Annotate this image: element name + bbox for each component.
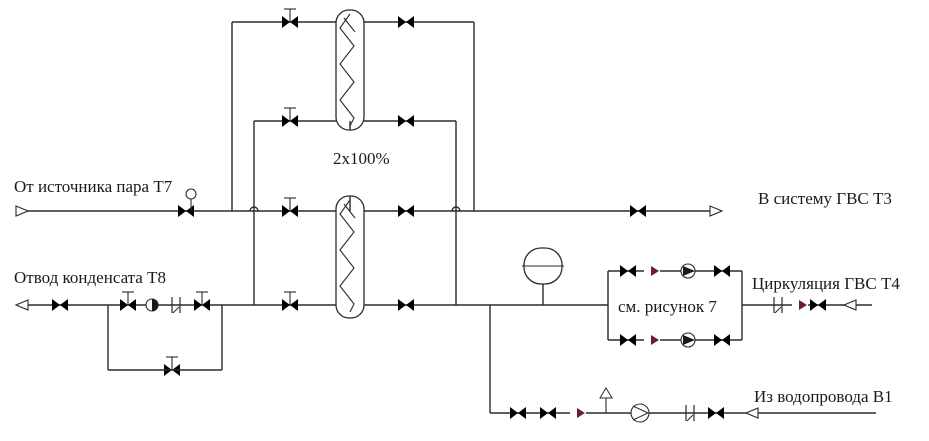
condensate-label: Отвод конденсата Т8 (14, 268, 166, 287)
circulation-pump-block (607, 263, 743, 348)
heat-exchanger-lower (335, 195, 365, 319)
water-supply-line (510, 387, 876, 423)
see-figure-label: см. рисунок 7 (618, 297, 717, 316)
steam-supply-line (15, 188, 232, 217)
exchangers-note: 2х100% (333, 149, 390, 168)
condensate-line (15, 291, 254, 377)
heat-exchanger-upper (335, 9, 365, 131)
pipe-crossings (249, 206, 461, 212)
heated-water-main (456, 247, 744, 414)
circulation-label: Циркуляция ГВС Т4 (752, 274, 900, 293)
circulation-return-line (742, 296, 872, 314)
water-supply-label: Из водопровода В1 (754, 387, 893, 406)
steam-source-label: От источника пара Т7 (14, 177, 173, 196)
to-hws-label: В систему ГВС Т3 (758, 189, 892, 208)
hws-supply-line (474, 205, 723, 217)
